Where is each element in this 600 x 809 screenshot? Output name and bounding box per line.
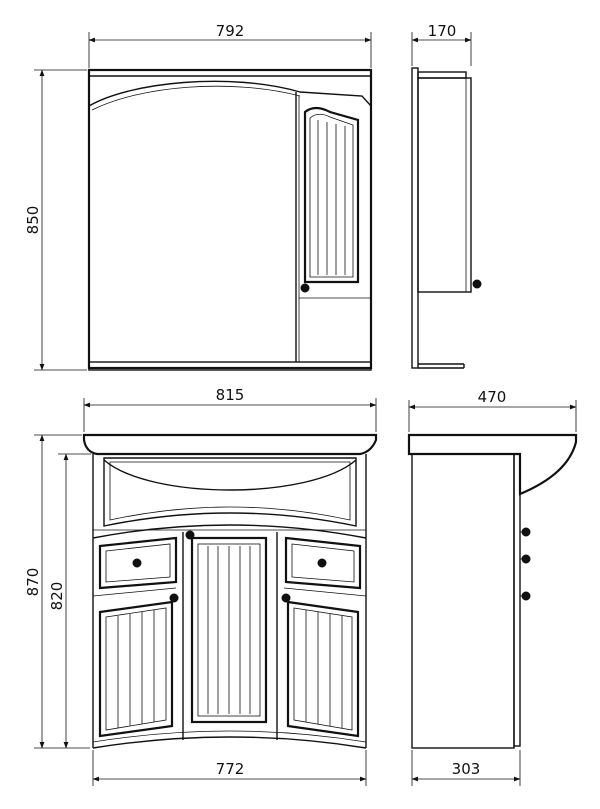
dimension-label-470: 470 bbox=[478, 388, 507, 406]
dimension-vanity-body-width: 772 bbox=[92, 750, 367, 786]
dimension-label-170: 170 bbox=[428, 22, 457, 40]
dimension-label-815: 815 bbox=[216, 386, 245, 404]
dimension-basin-depth: 470 bbox=[408, 388, 577, 432]
door-knob-icon bbox=[185, 530, 195, 540]
dimension-label-772: 772 bbox=[216, 760, 245, 778]
dimension-vanity-body-height: 820 bbox=[48, 453, 91, 749]
dimension-label-870: 870 bbox=[24, 568, 42, 597]
knob-icon bbox=[300, 283, 310, 293]
door-knob-icon bbox=[169, 593, 179, 603]
vanity-front-view bbox=[82, 433, 378, 749]
dimension-mirror-height: 850 bbox=[24, 69, 87, 371]
drawer-knob-icon bbox=[132, 558, 142, 568]
knob-icon bbox=[521, 554, 531, 564]
dimension-mirror-width: 792 bbox=[88, 22, 372, 68]
dimension-mirror-depth: 170 bbox=[411, 22, 472, 66]
dimension-label-850: 850 bbox=[24, 206, 42, 235]
knob-icon bbox=[472, 279, 482, 289]
knob-icon bbox=[521, 527, 531, 537]
mirror-cabinet-front-view bbox=[87, 68, 373, 371]
dimension-label-820: 820 bbox=[48, 582, 66, 611]
dimension-vanity-body-depth: 303 bbox=[411, 750, 521, 786]
mirror-cabinet-side-view bbox=[411, 67, 482, 369]
vanity-side-view bbox=[407, 433, 578, 749]
dimension-label-792: 792 bbox=[216, 22, 245, 40]
drawer-knob-icon bbox=[317, 558, 327, 568]
dimension-basin-width: 815 bbox=[83, 386, 377, 432]
dimension-label-303: 303 bbox=[452, 760, 481, 778]
knob-icon bbox=[521, 591, 531, 601]
dimension-vanity-total-height: 870 bbox=[24, 434, 90, 749]
door-knob-icon bbox=[281, 593, 291, 603]
